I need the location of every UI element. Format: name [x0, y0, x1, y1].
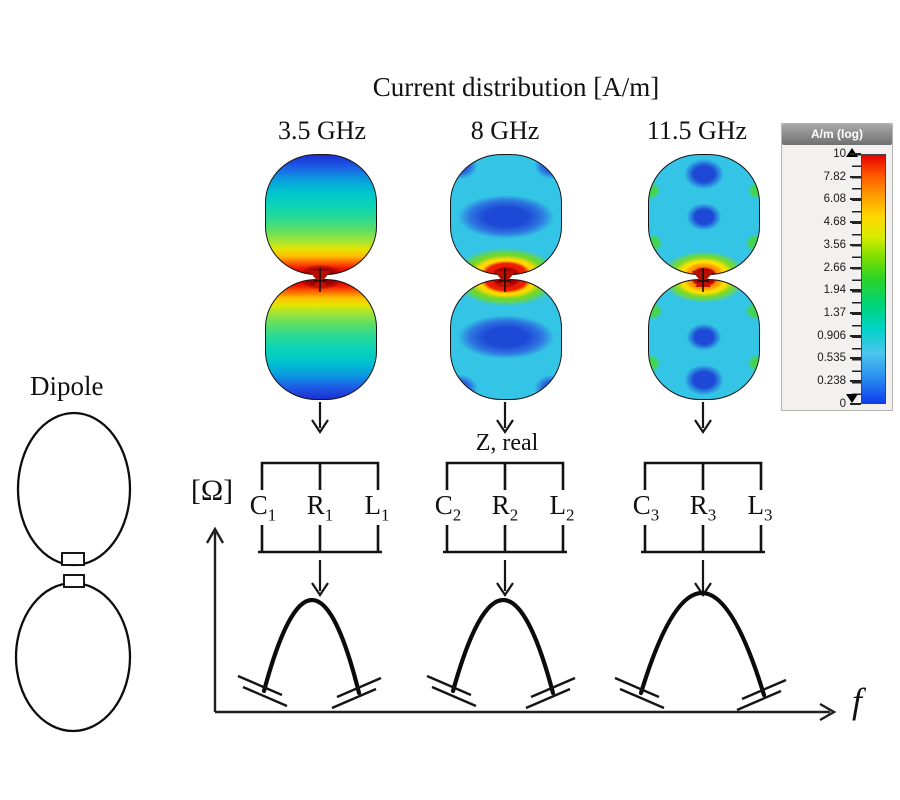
component-label-c3: C3	[632, 490, 660, 525]
x-axis-label: f	[852, 681, 863, 721]
down-arrow-icon	[311, 402, 712, 434]
component-label-l3: L3	[747, 490, 773, 525]
axis-break-marks	[237, 674, 787, 712]
tick-row: 0.906	[784, 328, 861, 344]
current-plot-3-5ghz-top-lobe	[265, 154, 377, 275]
current-plot-11-5ghz-top-lobe	[648, 154, 760, 275]
component-label-r3: R3	[689, 490, 717, 525]
component-label-c2: C2	[434, 490, 462, 525]
y-axis-label: [Ω]	[190, 474, 234, 507]
component-label-r2: R2	[491, 490, 519, 525]
component-label-r1: R1	[306, 490, 334, 525]
tick-row: 0	[784, 396, 861, 412]
tick-row: 0.238	[784, 373, 861, 389]
tick-row: 1.94	[784, 282, 861, 298]
colorbar-gradient	[861, 154, 886, 404]
current-plot-8ghz-bottom-lobe	[450, 279, 562, 400]
colorbar-tick-labels: 10 7.82 6.08 4.68 3.56 2.66 1.94 1.37 0.…	[784, 146, 861, 412]
current-plot-8ghz-top-lobe	[450, 154, 562, 275]
max-marker-icon	[846, 148, 858, 157]
colorbar-title: A/m (log)	[782, 124, 892, 145]
tick-row: 3.56	[784, 237, 861, 253]
colorbar-legend: A/m (log) 10 7.82 6.08 4.68 3.56 2.66 1.…	[781, 123, 893, 411]
tick-row: 7.82	[784, 169, 861, 185]
tick-row: 1.37	[784, 305, 861, 321]
min-marker-icon	[846, 394, 858, 403]
down-arrow-icon	[311, 560, 712, 597]
tick-row: 10	[784, 146, 861, 162]
page-title: Current distribution [A/m]	[372, 72, 660, 102]
colorbar-minor-ticks	[852, 154, 861, 405]
component-label-l2: L2	[549, 490, 575, 525]
resonance-curve	[261, 590, 767, 698]
component-label-c1: C1	[249, 490, 277, 525]
freq-label-3-5ghz: 3.5 GHz	[277, 116, 367, 145]
z-real-label: Z, real	[475, 430, 539, 456]
current-plot-11-5ghz-bottom-lobe	[648, 279, 760, 400]
freq-label-8ghz: 8 GHz	[470, 116, 540, 145]
component-label-l1: L1	[364, 490, 390, 525]
impedance-axes	[205, 526, 837, 722]
tick-row: 0.535	[784, 350, 861, 366]
tick-row: 2.66	[784, 260, 861, 276]
dipole-label: Dipole	[30, 371, 104, 401]
dipole-sketch	[14, 411, 132, 733]
current-plot-3-5ghz-bottom-lobe	[265, 279, 377, 400]
tick-row: 6.08	[784, 191, 861, 207]
tick-row: 4.68	[784, 214, 861, 230]
freq-label-11-5ghz: 11.5 GHz	[646, 116, 748, 145]
